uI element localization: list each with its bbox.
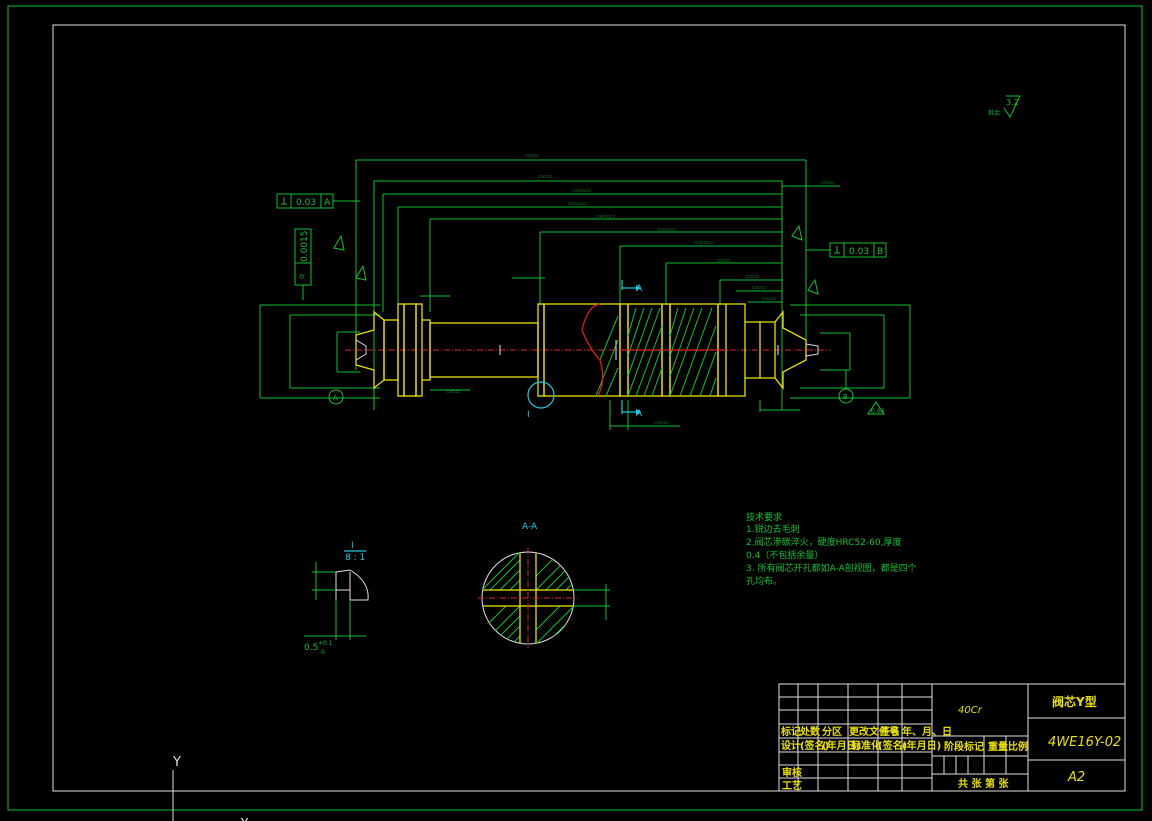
- detail-view: I 8 : 1 0.5 +0.1 0: [304, 541, 369, 656]
- svg-text:▭▭▭▭: ▭▭▭▭: [596, 214, 615, 220]
- tech-line-2: 2.阀芯渗碳淬火，硬度HRC52-60,厚度: [746, 536, 901, 548]
- tb-header-mark: 标记: [780, 725, 801, 738]
- detail-circle: [527, 381, 555, 409]
- tb-header-sign: 签名: [879, 725, 900, 738]
- tb-process: 工艺: [782, 779, 802, 792]
- section-top-label: A: [636, 284, 643, 294]
- tb-drawing-number: 4WE16Y-02: [1048, 735, 1121, 750]
- tol-left-value: 0.03: [296, 198, 316, 208]
- detail-dim-upper: +0.1: [318, 640, 333, 647]
- tb-sheets: 共 张 第 张: [958, 777, 1009, 790]
- section-bottom-label: A: [636, 409, 643, 419]
- tb-standard-date: (年月日): [902, 739, 941, 752]
- inner-frame: [52, 24, 1126, 792]
- tol-left-datum: A: [324, 198, 331, 208]
- svg-text:X: X: [240, 817, 249, 821]
- svg-text:▭▭▭: ▭▭▭: [716, 258, 730, 264]
- svg-text:▭▭▭▭: ▭▭▭▭: [657, 227, 676, 233]
- section-arrow-top: A: [621, 280, 643, 294]
- section-hatch: [581, 303, 726, 397]
- tb-design-sign: (签名): [800, 739, 829, 752]
- detail-view-scale: 8 : 1: [345, 553, 365, 563]
- title-block: 标记 处数 分区 更改文件号 签名 年、月、日 设计 (签名) (年月日) 标准…: [778, 683, 1126, 792]
- detail-dim-value: 0.5: [304, 643, 318, 653]
- tb-sheet-size: A2: [1067, 770, 1085, 785]
- tb-header-count: 处数: [799, 725, 821, 738]
- tb-material: 40Cr: [958, 705, 983, 716]
- datum-a-label: A: [333, 394, 338, 402]
- tb-standard-sign: (签名): [878, 739, 907, 752]
- tb-header-date: 年、月、日: [902, 725, 952, 738]
- tb-weight: 重量: [988, 740, 1008, 753]
- svg-text:▭▭▭▭: ▭▭▭▭: [572, 188, 591, 194]
- svg-text:⌭: ⌭: [299, 272, 305, 281]
- svg-text:▭▭▭: ▭▭▭: [446, 389, 460, 395]
- roughness-symbol: 3.2 其余: [988, 95, 1021, 119]
- tol-right-datum: B: [877, 247, 883, 257]
- main-view: ▭▭▭ ▭▭▭ ▭▭▭▭ ▭▭▭▭ ▭▭▭▭ ▭▭▭▭ ▭▭▭▭ ▭▭▭ ▭▭▭…: [259, 153, 911, 430]
- ucs-y-label: Y: [172, 755, 181, 770]
- roughness-value: 3.2: [1006, 98, 1019, 107]
- tb-design-date: (年月日): [822, 739, 861, 752]
- tb-header-doc: 更改文件号: [849, 725, 899, 738]
- dimension-texts: ▭▭▭ ▭▭▭ ▭▭▭▭ ▭▭▭▭ ▭▭▭▭ ▭▭▭▭ ▭▭▭▭ ▭▭▭ ▭▭▭…: [446, 153, 834, 426]
- datum-b: B: [838, 370, 854, 404]
- tech-requirements: 技术要求 1.锐边去毛刺 2.阀芯渗碳淬火，硬度HRC52-60,厚度 0.4（…: [746, 511, 917, 587]
- runout-callout: 0.04: [867, 401, 885, 415]
- detail-view-label: I: [351, 541, 354, 551]
- left-center-hole: [355, 339, 367, 361]
- tb-check: 审核: [782, 766, 802, 779]
- datum-a: A: [290, 387, 344, 405]
- tech-line-3: 0.4（不包括余量）: [746, 549, 823, 561]
- tol-cyl-value: 0.0015: [300, 231, 310, 263]
- runout-value: 0.04: [871, 408, 885, 415]
- tb-scale: 比例: [1008, 740, 1028, 753]
- tb-design: 设计: [781, 739, 801, 752]
- svg-text:▭▭▭▭: ▭▭▭▭: [568, 201, 587, 207]
- tol-right-value: 0.03: [849, 247, 869, 257]
- tb-stage: 阶段标记: [944, 740, 984, 753]
- tb-header-zone: 分区: [822, 725, 842, 738]
- svg-text:▭▭▭: ▭▭▭: [654, 420, 668, 426]
- svg-text:▭▭▭▭: ▭▭▭▭: [694, 240, 713, 246]
- tech-line-4: 3. 所有阀芯开孔都如A-A剖视图，都是四个: [746, 562, 917, 574]
- section-aa: A-A: [478, 522, 610, 648]
- tech-line-5: 孔均布。: [746, 575, 782, 587]
- section-arrow-bottom: A: [621, 400, 643, 419]
- tech-line-1: 1.锐边去毛刺: [746, 523, 800, 535]
- tol-frame-cyl: 0.0015 ⌭: [294, 228, 312, 300]
- svg-text:▭▭▭: ▭▭▭: [525, 153, 539, 159]
- svg-text:▭▭▭: ▭▭▭: [745, 274, 759, 280]
- svg-text:▭▭▭: ▭▭▭: [762, 296, 776, 302]
- ucs-icon: Y X: [172, 755, 249, 821]
- tb-standard: 标准化: [850, 739, 881, 752]
- outer-frame: [7, 5, 1143, 811]
- detail-dim-lower: 0: [321, 649, 325, 656]
- datum-b-label: B: [843, 393, 848, 401]
- detail-marker: I: [527, 410, 530, 420]
- tol-frame-left: 0.03 A: [276, 193, 360, 209]
- svg-text:▭▭▭: ▭▭▭: [752, 285, 766, 291]
- section-aa-title: A-A: [522, 522, 538, 532]
- tol-frame-right: 0.03 B: [806, 242, 887, 258]
- tb-part-name: 阀芯Y型: [1052, 694, 1097, 709]
- roughness-note: 其余: [988, 109, 1000, 117]
- svg-text:▭▭▭: ▭▭▭: [820, 180, 834, 186]
- right-center-hole: [805, 343, 819, 357]
- tech-title: 技术要求: [746, 511, 782, 523]
- svg-text:▭▭▭: ▭▭▭: [538, 174, 552, 180]
